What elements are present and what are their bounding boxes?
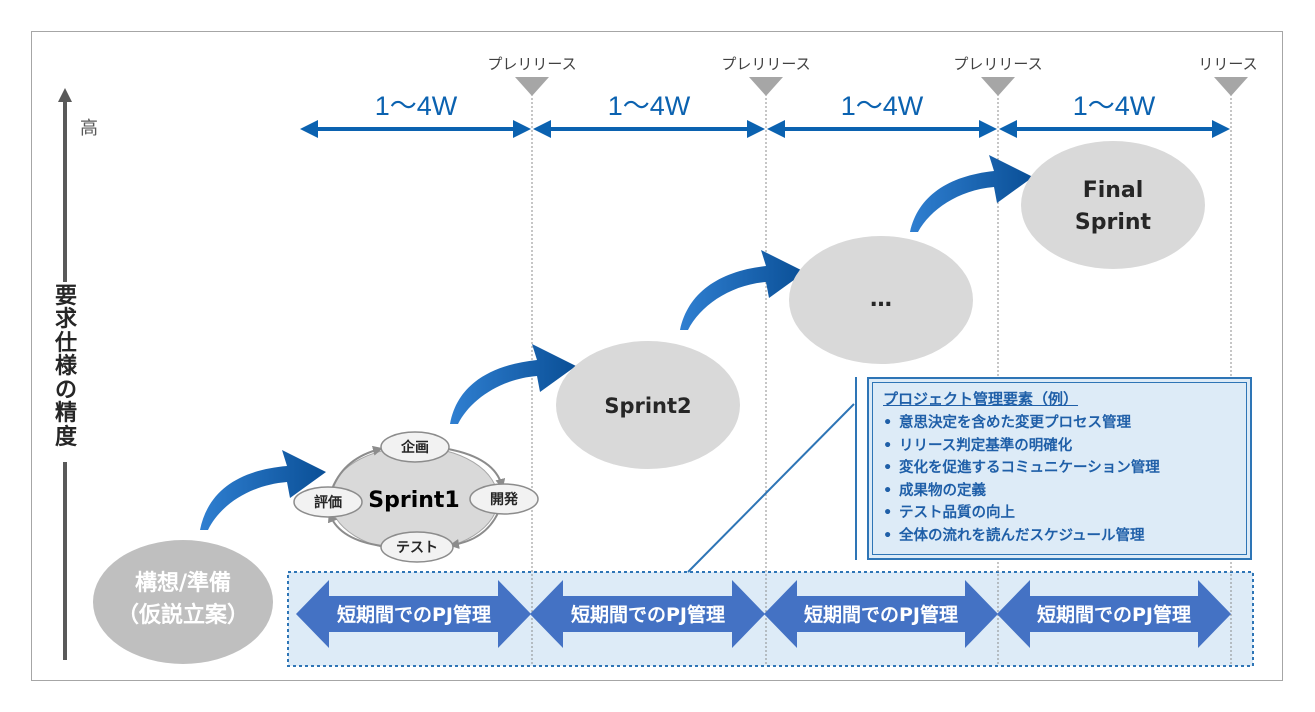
list-item: リリース判定基準の明確化	[883, 435, 1238, 458]
planning-label: （仮説立案）	[117, 602, 249, 628]
pm-block-arrow	[997, 580, 1231, 648]
sprint1-cycle: 企画 開発 テスト 評価	[293, 431, 539, 563]
pm-block-label: 短期間でのPJ管理	[571, 603, 725, 626]
cycle-develop-node	[469, 483, 539, 515]
diagram-frame	[31, 31, 1283, 681]
list-item: 意思決定を含めた変更プロセス管理	[883, 412, 1238, 435]
sprint1-label: Sprint1	[368, 488, 459, 513]
stages: 構想/準備 （仮説立案） Sprint1 Sprint2 … Final Spr…	[93, 141, 1205, 664]
milestone-marker-icon	[981, 77, 1015, 96]
axis-high-label: 高	[80, 118, 98, 139]
y-axis-title: 要 求 仕 様 の 精 度	[54, 284, 78, 450]
duration-arrow: 1〜4W	[300, 91, 531, 138]
curved-arrow-icon	[680, 250, 805, 330]
final-sprint-label: Sprint	[1075, 210, 1152, 235]
callout-connector	[687, 403, 855, 573]
milestone-label: リリース	[1198, 55, 1257, 73]
axis-char: 仕	[54, 331, 77, 356]
milestone-marker-icon	[749, 77, 783, 96]
axis-char: 様	[55, 353, 78, 379]
axis-char: 精	[55, 400, 77, 426]
duration-arrows: 1〜4W 1〜4W 1〜4W 1〜4W	[300, 91, 1230, 138]
axis-char: 度	[55, 424, 78, 450]
cycle-plan-label: 企画	[400, 439, 429, 456]
list-item: 変化を促進するコミュニケーション管理	[883, 457, 1238, 480]
cycle-test-label: テスト	[396, 540, 438, 556]
pm-block-label: 短期間でのPJ管理	[337, 603, 491, 626]
duration-arrow: 1〜4W	[533, 91, 765, 138]
pm-elements-title: プロジェクト管理要素（例）	[883, 390, 1079, 408]
duration-arrow: 1〜4W	[999, 91, 1230, 138]
cycle-test-node	[380, 531, 454, 563]
milestone-label: プレリリース	[953, 55, 1042, 73]
pm-block-arrow	[530, 580, 765, 648]
final-sprint-ellipse	[1021, 141, 1205, 269]
duration-arrow: 1〜4W	[767, 91, 997, 138]
duration-label: 1〜4W	[608, 91, 691, 121]
pm-elements-panel: プロジェクト管理要素（例） 意思決定を含めた変更プロセス管理 リリース判定基準の…	[867, 377, 1252, 560]
milestones: プレリリース プレリリース プレリリース リリース	[487, 55, 1258, 96]
axis-char: 要	[55, 284, 77, 309]
pm-elements-list: 意思決定を含めた変更プロセス管理 リリース判定基準の明確化 変化を促進するコミュ…	[883, 412, 1238, 547]
cycle-evaluate-label: 評価	[314, 494, 342, 511]
duration-label: 1〜4W	[1073, 91, 1156, 121]
milestone-marker-icon	[1214, 77, 1248, 96]
list-item: テスト品質の向上	[883, 502, 1238, 525]
cycle-evaluate-node	[293, 486, 363, 518]
y-axis: 高 要 求 仕 様 の 精 度	[54, 88, 98, 660]
list-item: 成果物の定義	[883, 480, 1238, 503]
ellipsis-label: …	[870, 287, 892, 312]
sprint2-ellipse	[556, 341, 740, 469]
sprint2-label: Sprint2	[604, 394, 691, 418]
pm-block-arrow	[764, 580, 998, 648]
cycle-plan-node	[380, 431, 450, 463]
pm-callout	[687, 377, 857, 573]
up-arrow-icon	[58, 88, 72, 102]
milestone-marker-icon	[515, 77, 549, 96]
ellipsis-ellipse	[789, 236, 973, 364]
final-sprint-label: Final	[1083, 178, 1144, 203]
pm-arrows: 短期間でのPJ管理 短期間でのPJ管理 短期間でのPJ管理 短期間でのPJ管理	[296, 580, 1231, 648]
curved-arrow-icon	[910, 155, 1033, 232]
list-item: 全体の流れを読んだスケジュール管理	[883, 525, 1238, 548]
planning-label: 構想/準備	[135, 570, 231, 596]
curved-arrow-icon	[450, 344, 576, 424]
cycle-develop-label: 開発	[490, 491, 519, 508]
milestone-label: プレリリース	[487, 55, 576, 73]
milestone-label: プレリリース	[721, 55, 810, 73]
axis-char: の	[55, 378, 77, 403]
pm-block-label: 短期間でのPJ管理	[804, 603, 958, 626]
pm-block-arrow	[296, 580, 531, 648]
duration-label: 1〜4W	[841, 91, 924, 121]
progress-arrows	[200, 155, 1033, 530]
planning-ellipse	[93, 540, 273, 664]
pm-elements-panel-inner: プロジェクト管理要素（例） 意思決定を含めた変更プロセス管理 リリース判定基準の…	[872, 382, 1247, 555]
pm-block-label: 短期間でのPJ管理	[1037, 603, 1191, 626]
duration-label: 1〜4W	[375, 91, 458, 121]
curved-arrow-icon	[200, 450, 326, 530]
axis-char: 求	[55, 307, 77, 332]
